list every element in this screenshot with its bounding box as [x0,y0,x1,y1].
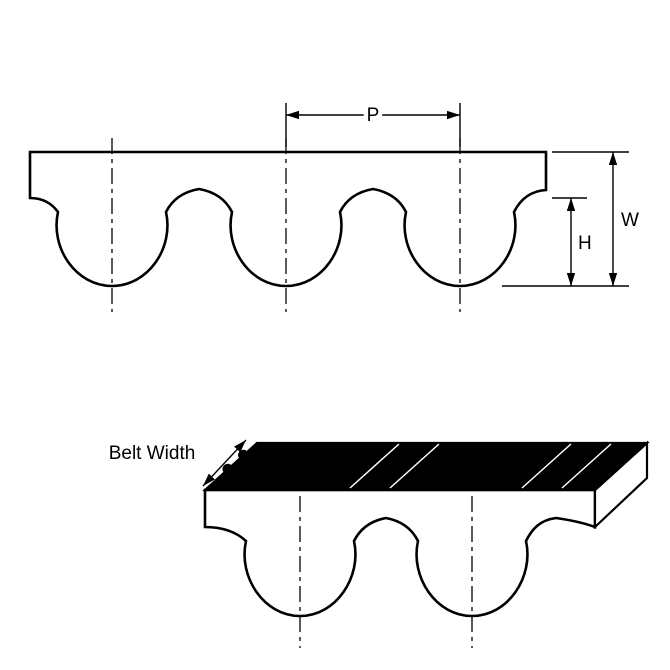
belt-width-annotation: Belt Width [109,439,247,487]
belt-top-surface [202,441,650,492]
perspective-view: Belt Width [109,439,650,648]
tooth-mark-line [521,443,572,489]
tooth-mark-line [561,443,612,489]
tooth-mark-line [349,443,400,489]
side-view: P W H [28,101,639,312]
belt-thickness-label: W [621,210,639,231]
height-dimension: H [552,197,592,286]
belt-width-arrow [202,439,247,487]
pitch-label: P [367,105,380,126]
tooth-height-label: H [578,233,592,254]
belt-outline [28,150,548,288]
belt-front-face [203,488,597,618]
belt-width-label: Belt Width [109,443,196,464]
pitch-dimension: P [285,101,461,147]
tooth-mark-line [389,443,440,489]
width-dimension: W [502,151,639,287]
